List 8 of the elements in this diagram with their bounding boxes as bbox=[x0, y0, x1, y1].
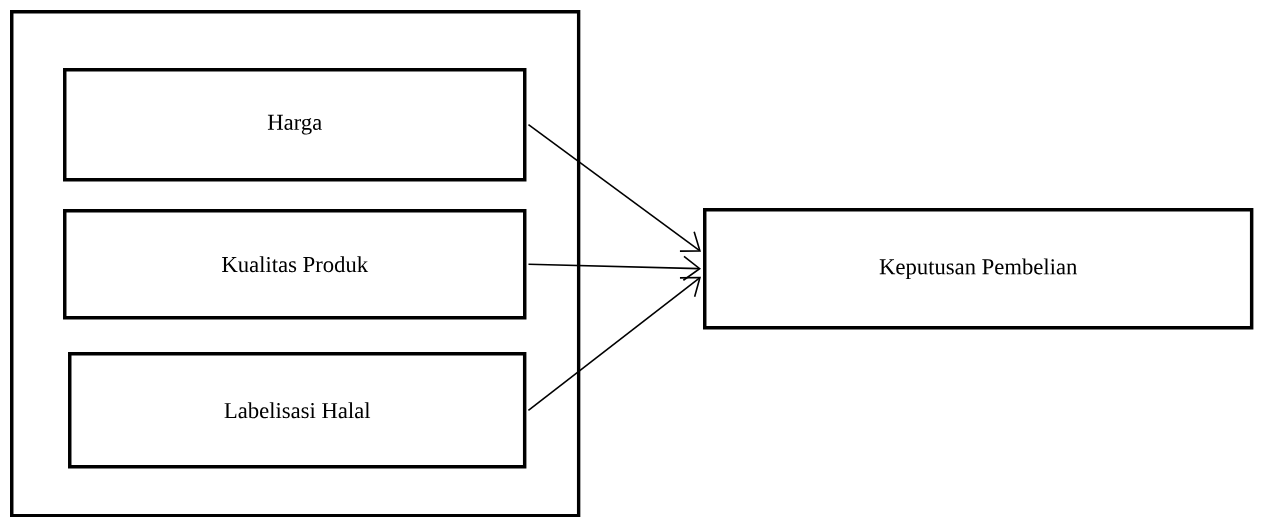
variable-box: Keputusan Pembelian bbox=[703, 208, 1254, 330]
variable-box: Harga bbox=[63, 68, 527, 182]
variable-box: Labelisasi Halal bbox=[68, 352, 527, 469]
arrow bbox=[527, 276, 701, 412]
arrow bbox=[527, 255, 701, 282]
arrow bbox=[527, 123, 701, 252]
variable-box: Kualitas Produk bbox=[63, 209, 527, 320]
container-box bbox=[10, 10, 581, 517]
